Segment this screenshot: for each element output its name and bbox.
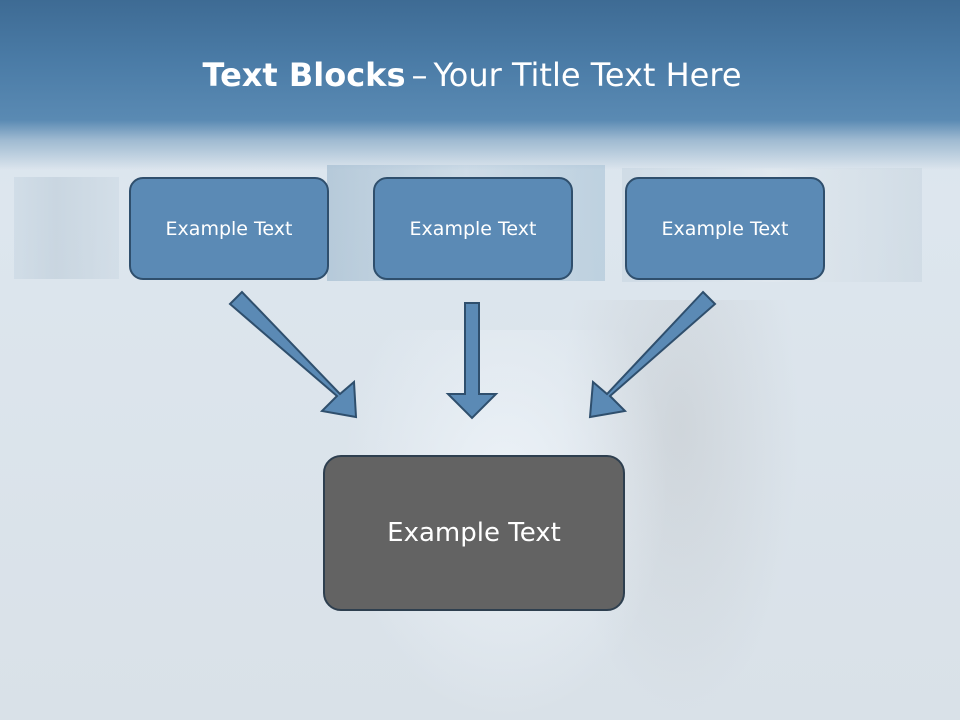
text-block-3[interactable]: Example Text bbox=[625, 177, 825, 280]
arrow-middle bbox=[445, 302, 499, 420]
header-band bbox=[0, 0, 960, 170]
result-block-label: Example Text bbox=[387, 518, 561, 548]
text-block-label: Example Text bbox=[409, 217, 537, 240]
text-block-label: Example Text bbox=[165, 217, 293, 240]
background-photo-strip bbox=[14, 177, 119, 279]
text-block-1[interactable]: Example Text bbox=[129, 177, 329, 280]
title-rest: Your Title Text Here bbox=[433, 56, 742, 94]
arrow-left bbox=[228, 290, 358, 419]
arrow-right bbox=[588, 290, 717, 419]
title-bold: Text Blocks bbox=[202, 56, 406, 94]
slide-title: Text Blocks–Your Title Text Here bbox=[0, 53, 944, 97]
title-separator: – bbox=[411, 56, 428, 94]
result-block[interactable]: Example Text bbox=[323, 455, 625, 611]
text-block-2[interactable]: Example Text bbox=[373, 177, 573, 280]
text-block-label: Example Text bbox=[661, 217, 789, 240]
